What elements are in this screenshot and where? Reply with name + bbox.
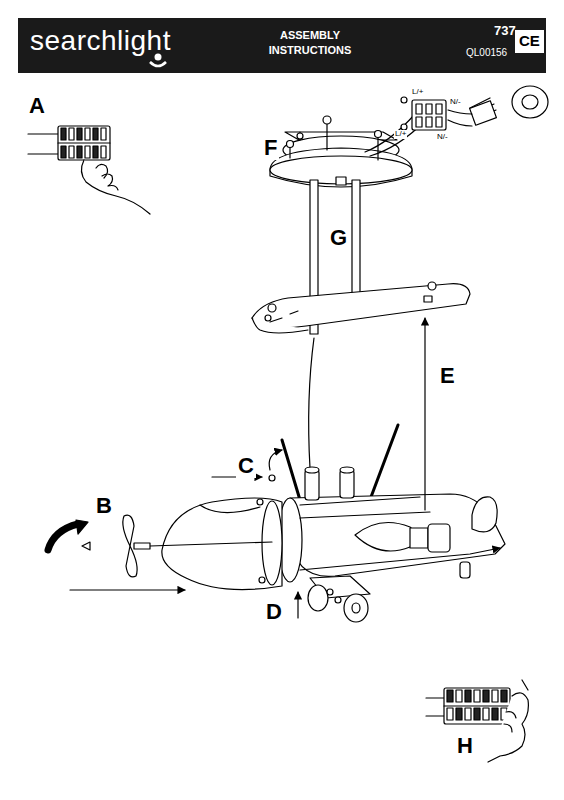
step-letter: E	[438, 364, 457, 388]
terminal-label: L/+	[394, 130, 407, 139]
nose-cone	[150, 498, 282, 590]
brand-logo: searchlight	[30, 26, 171, 57]
connector-block	[401, 97, 446, 130]
terminal-block-h	[426, 680, 528, 762]
ceiling-plate	[270, 116, 412, 187]
landing-gear	[298, 576, 370, 622]
terminal-label: N/-	[449, 98, 462, 107]
step-letter: H	[455, 734, 475, 758]
step-letter: F	[262, 136, 279, 160]
terminal-label: L/+	[411, 88, 424, 97]
terminal-label: N/-	[436, 133, 449, 142]
step-letter: B	[94, 494, 114, 518]
step-letter: A	[27, 94, 47, 118]
propeller	[123, 515, 150, 577]
upper-wing	[252, 282, 470, 333]
product-code: QL00156	[466, 47, 507, 58]
header-bar	[18, 18, 546, 73]
fuselage	[278, 467, 505, 582]
support-rod	[352, 180, 360, 310]
document-title: ASSEMBLY INSTRUCTIONS	[262, 28, 358, 58]
terminal-block-a	[28, 126, 150, 214]
model-number: 737	[494, 24, 516, 38]
wire-coil	[448, 86, 548, 126]
step-letter: D	[264, 600, 284, 624]
ce-mark: CE	[515, 30, 544, 53]
step-letter: G	[328, 226, 349, 250]
step-letter: C	[236, 454, 256, 478]
